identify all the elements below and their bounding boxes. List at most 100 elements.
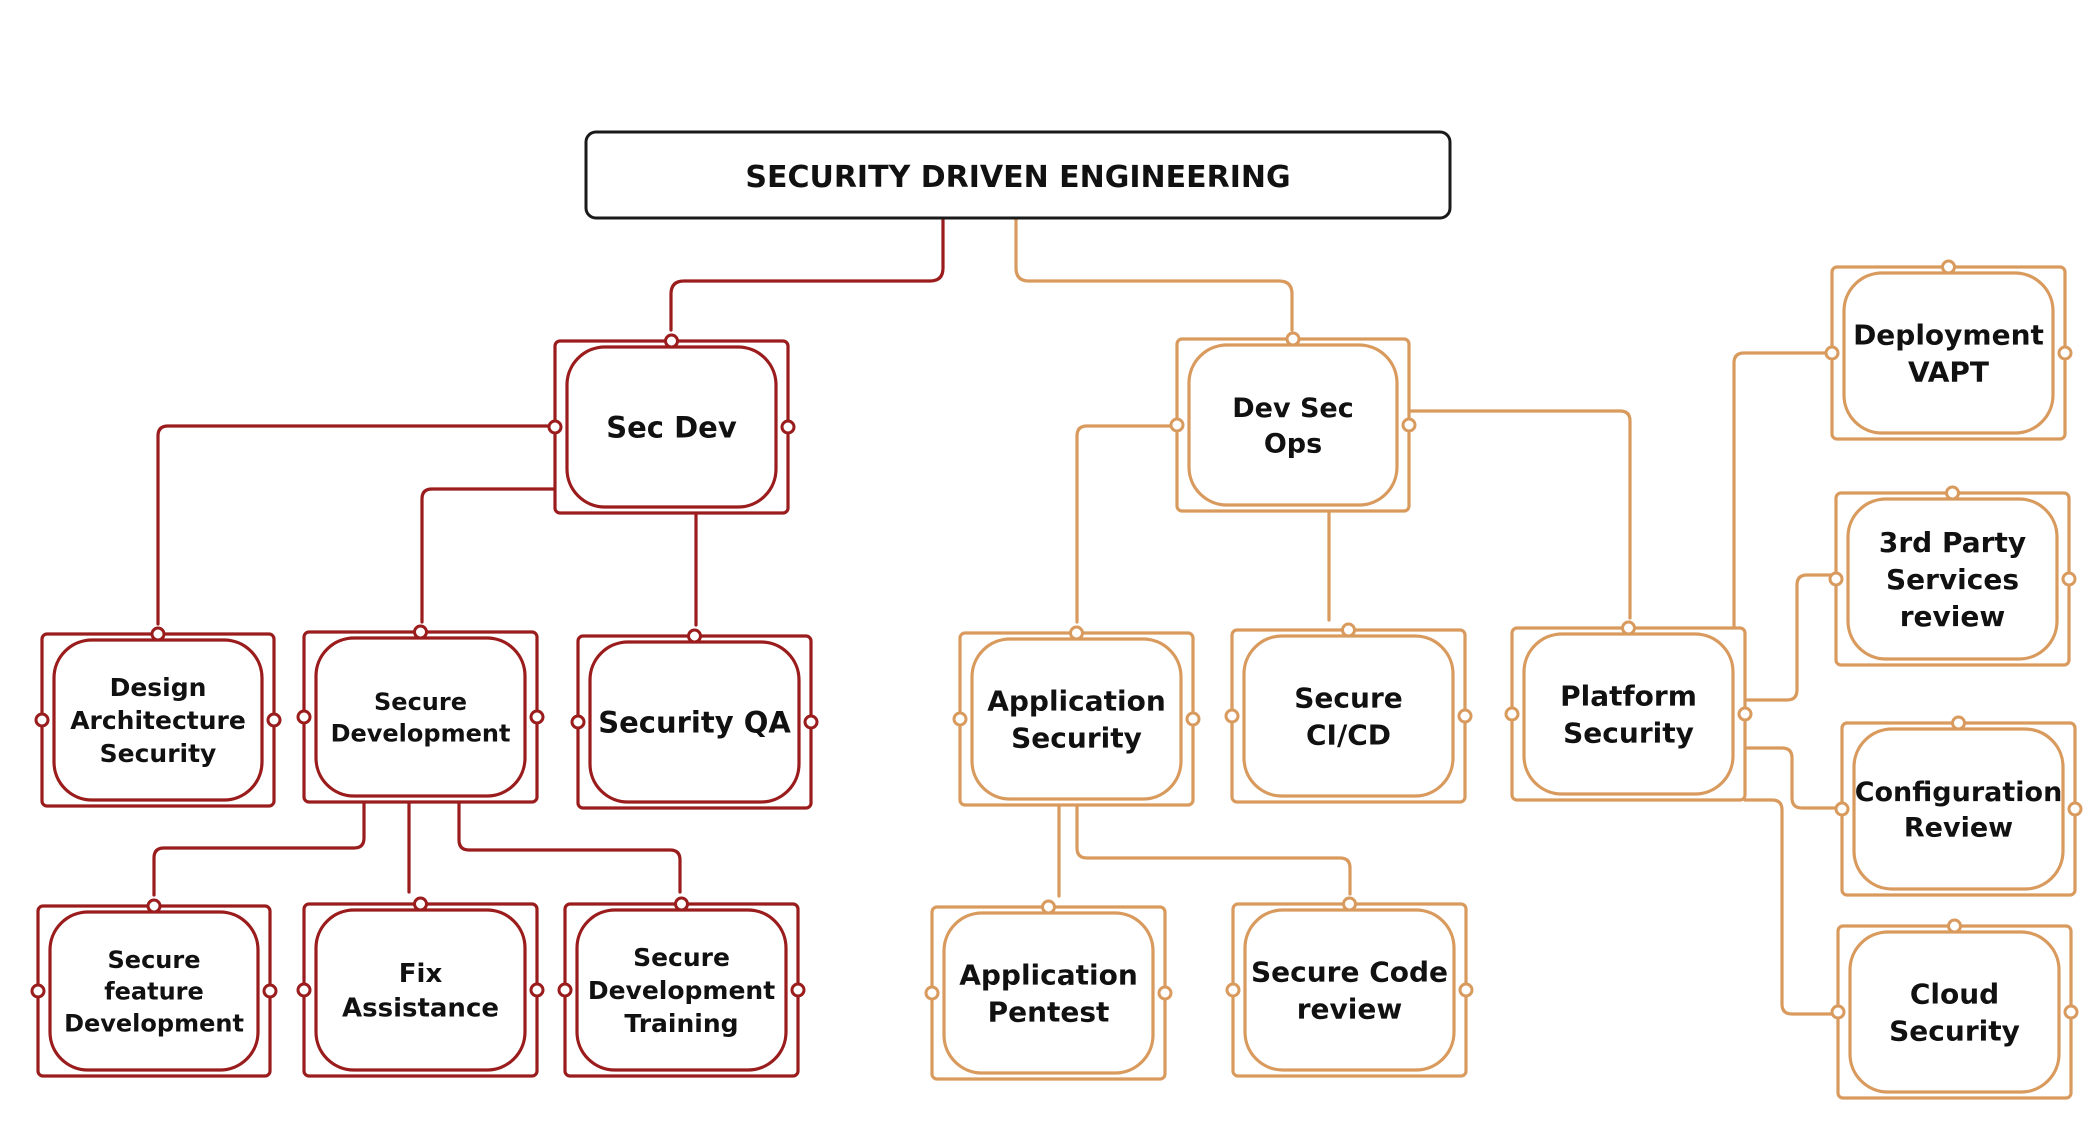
title-node: SECURITY DRIVEN ENGINEERING [584,130,1452,220]
left-port-dot [1828,571,1844,587]
top-port-dot [1945,485,1960,501]
node-label-line: Cloud [1910,978,1999,1011]
right-port-dot [1458,982,1474,998]
connector-line [1743,746,1844,810]
top-port-dot [1342,896,1357,912]
node-label-line: review [1297,993,1403,1026]
top-port-dot [1285,331,1301,347]
node-label-line: Secure [633,943,730,972]
node-inner-box [942,911,1155,1075]
left-port-dot [1224,708,1240,724]
connector-line [1014,218,1294,332]
node-inner-box [1522,632,1735,796]
left-port-dot [1169,417,1185,433]
node-label-line: Pentest [988,996,1110,1029]
node-label-line: Application [959,959,1138,992]
node-label-line: Design [110,673,207,702]
right-port-dot [529,982,545,998]
node-label-line: 3rd Party [1879,526,2026,559]
right-port-dot [780,419,796,435]
node-label-line: Dev Sec [1232,393,1354,424]
security-qa-node: Security QA [570,628,819,810]
right-port-dot [529,709,545,725]
secure-code-review-node: Secure Code review [1225,896,1474,1078]
left-port-dot [952,711,968,727]
top-port-dot [1341,622,1356,638]
right-port-dot [262,983,278,999]
node-inner-box [314,908,527,1072]
node-label-line: Development [64,1009,244,1037]
right-port-dot [2061,571,2077,587]
node-inner-box [1187,343,1399,507]
sec-dev-node: Sec Dev [547,333,796,515]
node-label-line: Secure [1294,682,1403,715]
node-label: Secure Code review [1251,956,1448,1026]
node-label-line: Secure Code [1251,956,1448,989]
top-port-dot [1951,715,1966,731]
top-port-dot [664,333,679,349]
node-label: Security QA [598,705,791,739]
right-port-dot [790,982,806,998]
left-port-dot [924,985,940,1001]
node-label-line: feature [104,978,204,1006]
top-port-dot [1069,625,1084,641]
node-label-line: CI/CD [1306,719,1391,752]
left-port-dot [1824,345,1840,361]
right-port-dot [2067,801,2083,817]
connector-line [1743,573,1838,702]
connector-line [1743,798,1840,1016]
node-label-line: Training [624,1009,738,1038]
left-port-dot [296,709,312,725]
node-label-line: Development [588,976,775,1005]
left-port-dot [570,714,586,730]
top-port-dot [687,628,702,644]
top-port-dot [1041,899,1056,915]
node-label-line: Secure [108,946,201,974]
node-label-line: Deployment [1853,319,2044,352]
node-label-line: Security QA [598,705,791,739]
connector-line [156,424,557,626]
right-port-dot [2063,1004,2079,1020]
right-port-dot [2057,345,2073,361]
top-port-dot [413,896,428,912]
connector-layer [152,218,1844,1016]
node-label-line: Ops [1264,429,1322,460]
left-port-dot [1504,706,1520,722]
top-port-dot [1621,620,1636,636]
connector-line [1407,409,1632,620]
connector-line [1075,424,1179,624]
right-port-dot [1457,708,1473,724]
node-inner-box [1852,727,2065,891]
left-port-dot [1830,1004,1846,1020]
left-port-dot [557,982,573,998]
connector-line [457,800,682,894]
node-label-line: Platform [1560,680,1697,713]
top-port-dot [1941,259,1956,275]
node-label-line: review [1900,600,2006,633]
right-port-dot [1401,417,1417,433]
node-label-line: VAPT [1908,356,1989,389]
left-port-dot [34,712,50,728]
node-label-line: Application [987,685,1166,718]
